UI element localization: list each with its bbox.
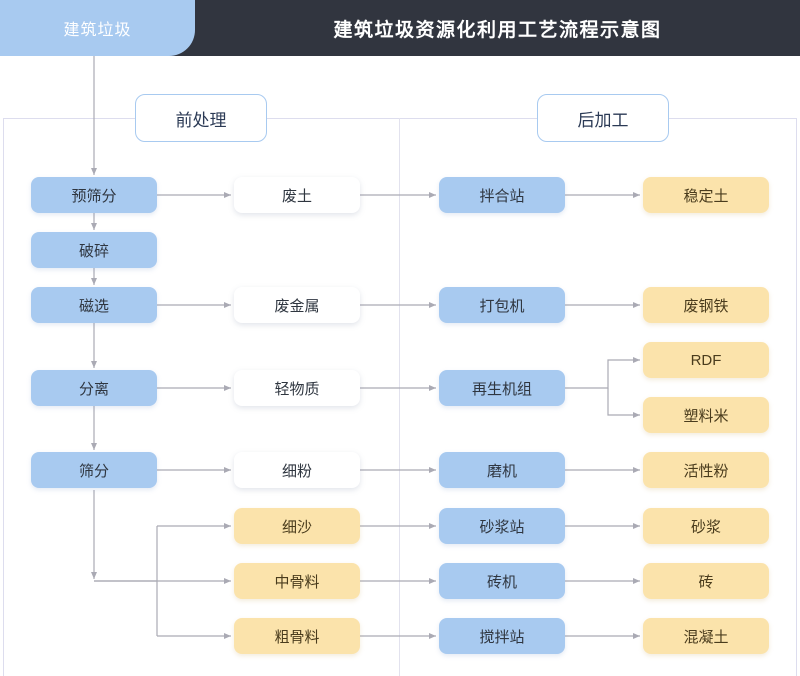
section-header-post[interactable]: 后加工	[537, 94, 669, 142]
material-node-label: 轻物质	[274, 380, 320, 398]
section-header-pre[interactable]: 前处理	[135, 94, 267, 142]
equipment-node-label: 拌合站	[479, 187, 525, 205]
product-node-label: 活性粉	[683, 462, 729, 480]
product-node-label: 塑料米	[683, 407, 729, 425]
equipment-node-jiaobanz[interactable]: 搅拌站	[439, 618, 565, 654]
product-node-label: 稳定土	[683, 187, 729, 205]
equipment-node-zaishengji[interactable]: 再生机组	[439, 370, 565, 406]
product-node-label: 废钢铁	[683, 297, 729, 315]
product-node-huoxingfen[interactable]: 活性粉	[643, 452, 769, 488]
material-node-label: 废金属	[274, 297, 320, 315]
process-node-shaifen[interactable]: 筛分	[31, 452, 157, 488]
equipment-node-label: 砂浆站	[479, 518, 525, 536]
process-node-label: 筛分	[78, 462, 109, 480]
process-node-posui[interactable]: 破碎	[31, 232, 157, 268]
material-node-zhonggu[interactable]: 中骨料	[234, 563, 360, 599]
equipment-node-label: 再生机组	[471, 380, 532, 398]
equipment-node-label: 磨机	[486, 462, 517, 480]
process-node-yushaifen[interactable]: 预筛分	[31, 177, 157, 213]
material-node-xifen[interactable]: 细粉	[234, 452, 360, 488]
equipment-node-shajiangz[interactable]: 砂浆站	[439, 508, 565, 544]
product-node-label: 砂浆	[690, 518, 721, 536]
product-node-hunningtu[interactable]: 混凝土	[643, 618, 769, 654]
equipment-node-moji[interactable]: 磨机	[439, 452, 565, 488]
section-divider	[399, 118, 400, 676]
section-header-post-label: 后加工	[577, 110, 629, 130]
material-node-label: 细沙	[281, 518, 312, 536]
product-node-label: 混凝土	[683, 628, 729, 646]
process-node-label: 预筛分	[71, 187, 117, 205]
equipment-node-label: 打包机	[479, 297, 525, 315]
product-node-wendingtu[interactable]: 稳定土	[643, 177, 769, 213]
product-node-suliaomi[interactable]: 塑料米	[643, 397, 769, 433]
material-node-label: 粗骨料	[274, 628, 320, 646]
equipment-node-banhezhan[interactable]: 拌合站	[439, 177, 565, 213]
process-node-fenli[interactable]: 分离	[31, 370, 157, 406]
section-header-pre-label: 前处理	[175, 110, 227, 130]
equipment-node-label: 砖机	[486, 573, 517, 591]
product-node-rdf[interactable]: RDF	[643, 342, 769, 378]
material-node-feitu[interactable]: 废土	[234, 177, 360, 213]
product-node-feigangtie[interactable]: 废钢铁	[643, 287, 769, 323]
page-title: 建筑垃圾资源化利用工艺流程示意图	[333, 19, 662, 41]
equipment-node-dabaoji[interactable]: 打包机	[439, 287, 565, 323]
material-node-feijinshu[interactable]: 废金属	[234, 287, 360, 323]
product-node-label: RDF	[690, 351, 722, 369]
process-node-label: 磁选	[78, 297, 109, 315]
process-node-cixuan[interactable]: 磁选	[31, 287, 157, 323]
material-node-label: 中骨料	[274, 573, 320, 591]
equipment-node-zhuanji[interactable]: 砖机	[439, 563, 565, 599]
equipment-node-label: 搅拌站	[479, 628, 525, 646]
process-node-label: 分离	[78, 380, 109, 398]
process-node-label: 破碎	[78, 242, 109, 260]
product-node-label: 砖	[698, 573, 714, 591]
title-bar: 建筑垃圾 建筑垃圾资源化利用工艺流程示意图	[0, 0, 800, 56]
material-node-xisha[interactable]: 细沙	[234, 508, 360, 544]
material-node-cugu[interactable]: 粗骨料	[234, 618, 360, 654]
material-node-label: 细粉	[281, 462, 312, 480]
material-node-qingwuzhi[interactable]: 轻物质	[234, 370, 360, 406]
product-node-zhuan[interactable]: 砖	[643, 563, 769, 599]
product-node-shajiang[interactable]: 砂浆	[643, 508, 769, 544]
source-tab-label: 建筑垃圾	[63, 22, 132, 39]
material-node-label: 废土	[281, 187, 312, 205]
source-tab[interactable]: 建筑垃圾	[0, 0, 195, 56]
